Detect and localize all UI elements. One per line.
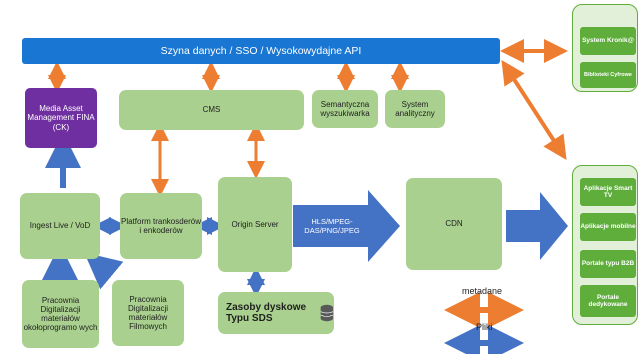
client-item-0-label: Aplikacje Smart TV <box>583 184 633 199</box>
stream-arrow-label-text: HLS/MPEG-DAS/PNG/JPEG <box>304 217 360 235</box>
lab-film-box: Pracownia Digitalizacji materiałów Filmo… <box>112 280 184 346</box>
analytics-label: System analityczny <box>395 99 435 118</box>
legend-metadata-label: metadane <box>462 286 503 296</box>
client-item-3: Portale dedykowane <box>580 285 636 317</box>
cdn-box: CDN <box>406 178 502 270</box>
media-asset-management-box: Media Asset Management FINA (CK) <box>25 88 97 148</box>
legend-files-label: Pliki <box>476 322 493 332</box>
client-item-3-label: Portale dedykowane <box>588 293 628 308</box>
origin-server-box: Origin Server <box>218 177 292 272</box>
lab-film-label: Pracownia Digitalizacji materiałów Filmo… <box>127 294 168 332</box>
transcoder-platform-box: Platform trankosderów i enkoderów <box>120 193 202 259</box>
cdn-label: CDN <box>445 219 463 229</box>
client-item-2: Portale typu B2B <box>580 250 636 278</box>
arrow-labfilm-ingest <box>84 252 124 290</box>
external-item-1-label: Biblioteki Cyfrowe <box>584 71 632 78</box>
arrow-bus-clients <box>501 59 567 161</box>
arrow-origin-cdn <box>293 190 400 262</box>
database-icon <box>320 304 334 322</box>
client-item-0: Aplikacje Smart TV <box>580 178 636 206</box>
data-bus: Szyna danych / SSO / Wysokowydajne API <box>22 38 500 64</box>
data-bus-label: Szyna danych / SSO / Wysokowydajne API <box>160 45 362 57</box>
cms-box: CMS <box>119 90 304 130</box>
semantic-search-box: Semantyczna wyszukiwarka <box>312 90 378 128</box>
ingest-label: Ingest Live / VoD <box>29 221 91 231</box>
external-item-0: System Kronik@ <box>580 27 636 55</box>
client-item-1-label: Aplikacje mobilne <box>580 223 636 231</box>
arrow-cdn-clients <box>506 192 568 260</box>
storage-box: Zasoby dyskowe Typu SDS <box>218 292 334 334</box>
media-asset-management-label: Media Asset Management FINA (CK) <box>27 104 95 132</box>
external-item-1: Biblioteki Cyfrowe <box>580 62 636 88</box>
ingest-box: Ingest Live / VoD <box>20 193 100 259</box>
client-item-2-label: Portale typu B2B <box>581 260 635 268</box>
origin-server-label: Origin Server <box>231 219 279 229</box>
stream-arrow-label: HLS/MPEG-DAS/PNG/JPEG <box>298 212 366 242</box>
lab-program-label: Pracownia Digitalizacji materiałów około… <box>23 295 98 333</box>
analytics-box: System analityczny <box>385 90 445 128</box>
external-item-0-label: System Kronik@ <box>582 37 634 45</box>
transcoder-platform-label: Platform trankosderów i enkoderów <box>120 216 202 235</box>
storage-label: Zasoby dyskowe Typu SDS <box>226 301 307 325</box>
client-item-1: Aplikacje mobilne <box>580 213 636 241</box>
cms-label: CMS <box>202 105 221 115</box>
lab-program-box: Pracownia Digitalizacji materiałów około… <box>22 280 99 348</box>
semantic-search-label: Semantyczna wyszukiwarka <box>320 99 370 118</box>
